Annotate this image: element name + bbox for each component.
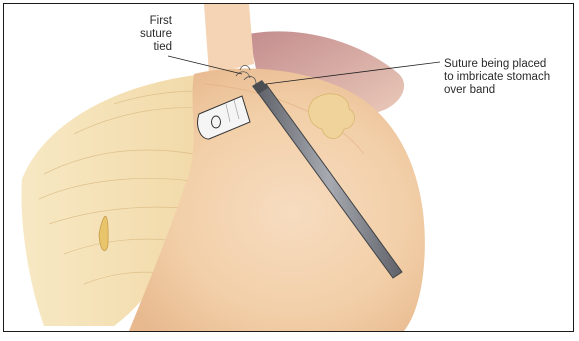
- suture-placed-label-line: over band: [444, 84, 550, 97]
- first-suture-label-line: First: [120, 15, 172, 28]
- figure-frame: First suture tied Suture being placed to…: [3, 3, 574, 332]
- suture-placed-label-line: to imbricate stomach: [444, 71, 550, 84]
- first-suture-label-line: tied: [120, 41, 172, 54]
- suture-placed-label: Suture being placed to imbricate stomach…: [444, 58, 550, 97]
- first-suture-label-line: suture: [120, 28, 172, 41]
- surgical-illustration: [4, 4, 573, 331]
- first-suture-label: First suture tied: [120, 15, 172, 54]
- esophagus: [204, 4, 254, 74]
- suture-placed-label-line: Suture being placed: [444, 58, 550, 71]
